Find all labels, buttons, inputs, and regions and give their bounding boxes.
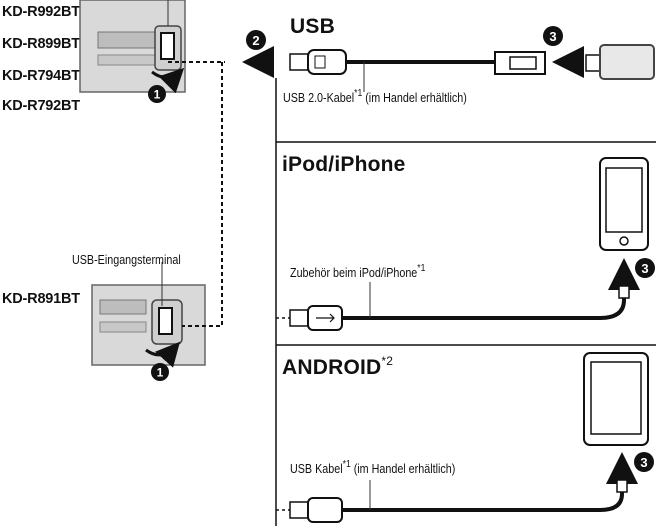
svg-text:3: 3	[640, 455, 647, 470]
lightning-cable-ipod	[289, 282, 630, 331]
head-unit-top	[79, 0, 186, 94]
model-label-4: KD-R792BT	[2, 98, 80, 114]
usb-cable-android	[289, 479, 628, 523]
step-1-badge-bottom: 1	[151, 363, 169, 381]
android-cable-caption: USB Kabel*1 (im Handel erhältlich)	[290, 459, 456, 476]
dashed-connection-lines	[168, 61, 225, 327]
step-3-badge-usb: 3	[543, 26, 563, 46]
usb-flash-drive-icon	[585, 44, 655, 80]
ipod-cable-caption: Zubehör beim iPod/iPhone*1	[290, 263, 426, 280]
model-label-bottom: KD-R891BT	[2, 291, 80, 307]
usb-section-title: USB	[290, 15, 335, 38]
usb-cable-caption: USB 2.0-Kabel*1 (im Handel erhältlich)	[283, 88, 467, 105]
svg-text:1: 1	[154, 88, 161, 102]
usb-cable	[289, 49, 546, 92]
model-label-3: KD-R794BT/	[2, 68, 84, 84]
step-2-badge: 2	[246, 30, 266, 50]
svg-text:2: 2	[252, 33, 259, 48]
step-3-badge-ipod: 3	[635, 258, 655, 278]
iphone-device-icon	[599, 157, 649, 251]
step-3-badge-android: 3	[634, 452, 654, 472]
model-label-1: KD-R992BT/	[2, 4, 84, 20]
section-lead-dashes	[276, 317, 290, 511]
svg-text:3: 3	[549, 29, 556, 44]
android-device-icon	[583, 352, 649, 446]
svg-text:3: 3	[641, 261, 648, 276]
head-unit-bottom	[91, 262, 206, 368]
svg-text:1: 1	[157, 366, 164, 380]
model-label-2: KD-R899BT/	[2, 36, 84, 52]
step-1-badge-top: 1	[148, 85, 166, 103]
android-section-title: ANDROID*2	[282, 354, 394, 379]
usb-terminal-label: USB-Eingangsterminal	[72, 253, 181, 267]
ipod-section-title: iPod/iPhone	[282, 153, 406, 176]
